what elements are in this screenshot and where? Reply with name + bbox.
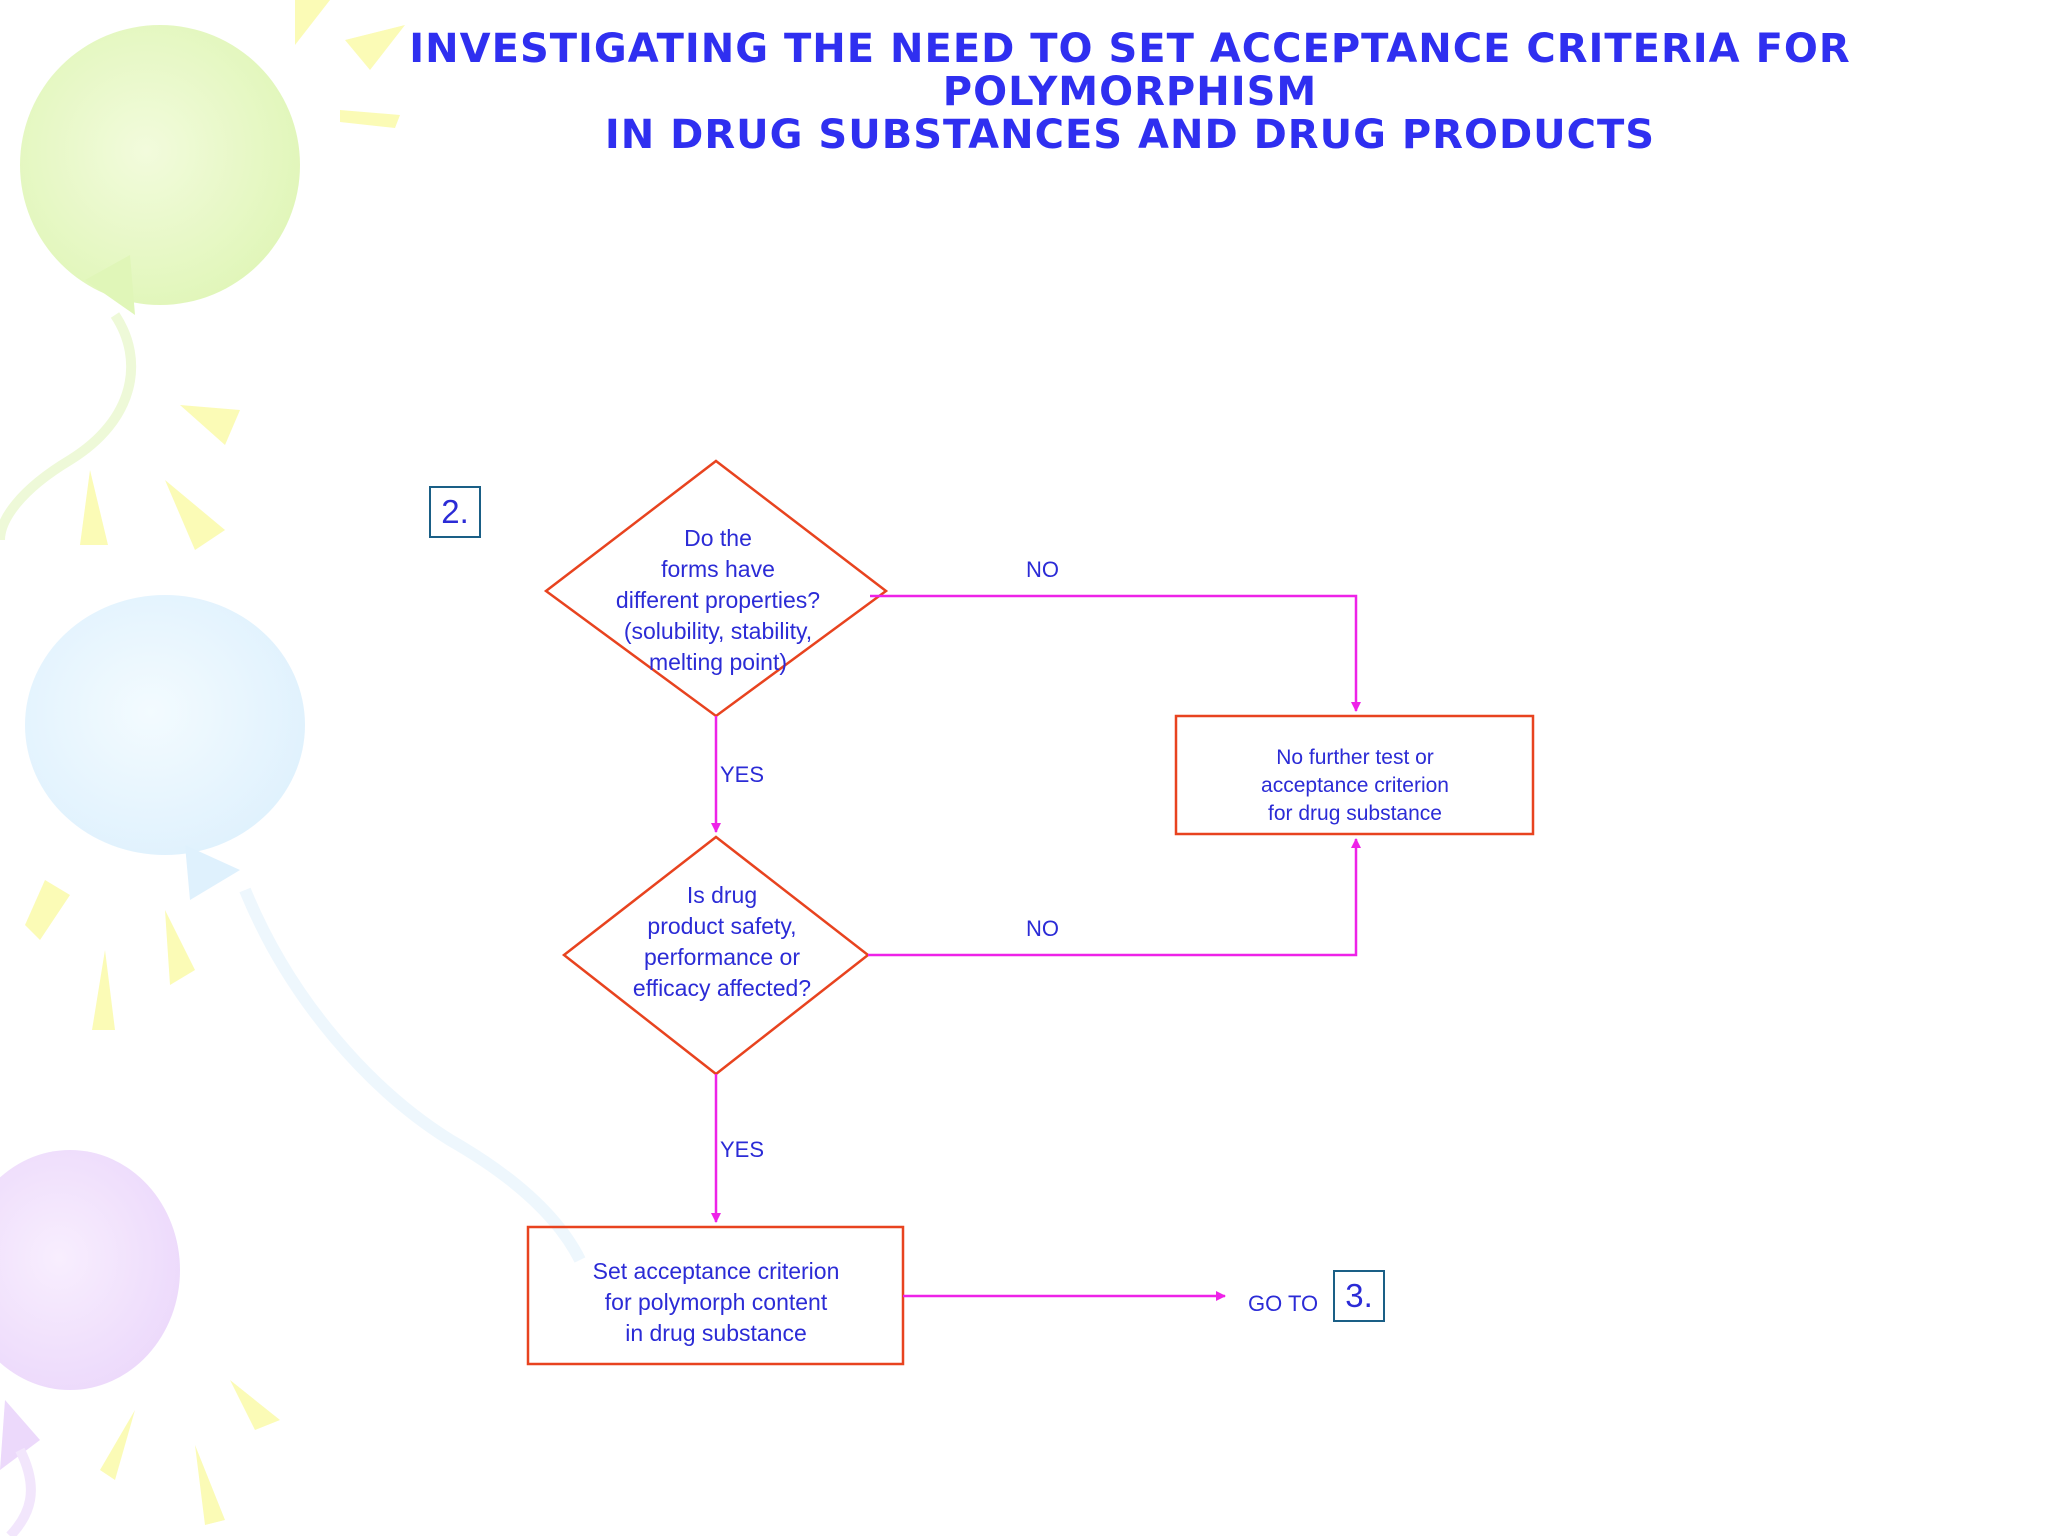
decision-1-line-2: forms have bbox=[661, 556, 775, 582]
set-criterion-line-2: for polymorph content bbox=[604, 1289, 828, 1315]
goto-target-box: 3. bbox=[1333, 1270, 1385, 1322]
decision-1-line-4: (solubility, stability, bbox=[623, 618, 813, 644]
balloon-decoration bbox=[0, 0, 586, 1536]
decision-1-text: Do the forms have different properties? … bbox=[586, 523, 850, 678]
set-criterion-line-3: in drug substance bbox=[625, 1320, 807, 1346]
step-label: 2. bbox=[441, 493, 469, 530]
decision-2-line-3: performance or bbox=[644, 944, 800, 970]
decision-2-text: Is drug product safety, performance or e… bbox=[606, 880, 838, 1004]
title-line-1: INVESTIGATING THE NEED TO SET ACCEPTANCE… bbox=[409, 26, 1851, 72]
no-further-line-2: acceptance criterion bbox=[1261, 774, 1449, 797]
edge-label-no-2: NO bbox=[1026, 916, 1059, 941]
decision-2-line-2: product safety, bbox=[647, 913, 797, 939]
goto-label: GO TO bbox=[1248, 1291, 1319, 1316]
edge-label-yes-1: YES bbox=[720, 762, 765, 787]
step-label-box: 2. bbox=[429, 486, 481, 538]
decision-2-line-1: Is drug bbox=[686, 882, 758, 908]
no-further-line-1: No further test or bbox=[1276, 746, 1434, 769]
set-criterion-line-1: Set acceptance criterion bbox=[592, 1258, 840, 1284]
decision-1-line-3: different properties? bbox=[615, 587, 821, 613]
title-line-2: POLYMORPHISM bbox=[942, 69, 1318, 115]
process-box-no-further-test bbox=[1174, 714, 1535, 836]
goto-target: 3. bbox=[1345, 1277, 1373, 1314]
no-further-line-3: for drug substance bbox=[1268, 802, 1442, 825]
no-further-text: No further test or acceptance criterion … bbox=[1180, 744, 1530, 828]
edge-label-no-1: NO bbox=[1026, 557, 1059, 582]
page-title: INVESTIGATING THE NEED TO SET ACCEPTANCE… bbox=[360, 28, 1900, 157]
decision-1-line-1: Do the bbox=[684, 525, 752, 551]
edge-label-yes-2: YES bbox=[720, 1137, 765, 1162]
connector-no-1 bbox=[870, 594, 1361, 712]
set-criterion-text: Set acceptance criterion for polymorph c… bbox=[532, 1256, 900, 1349]
title-line-3: IN DRUG SUBSTANCES AND DRUG PRODUCTS bbox=[604, 112, 1656, 158]
connector-no-2 bbox=[868, 838, 1361, 957]
decision-2-line-4: efficacy affected? bbox=[632, 975, 812, 1001]
decision-1-line-5: melting point) bbox=[648, 649, 788, 675]
